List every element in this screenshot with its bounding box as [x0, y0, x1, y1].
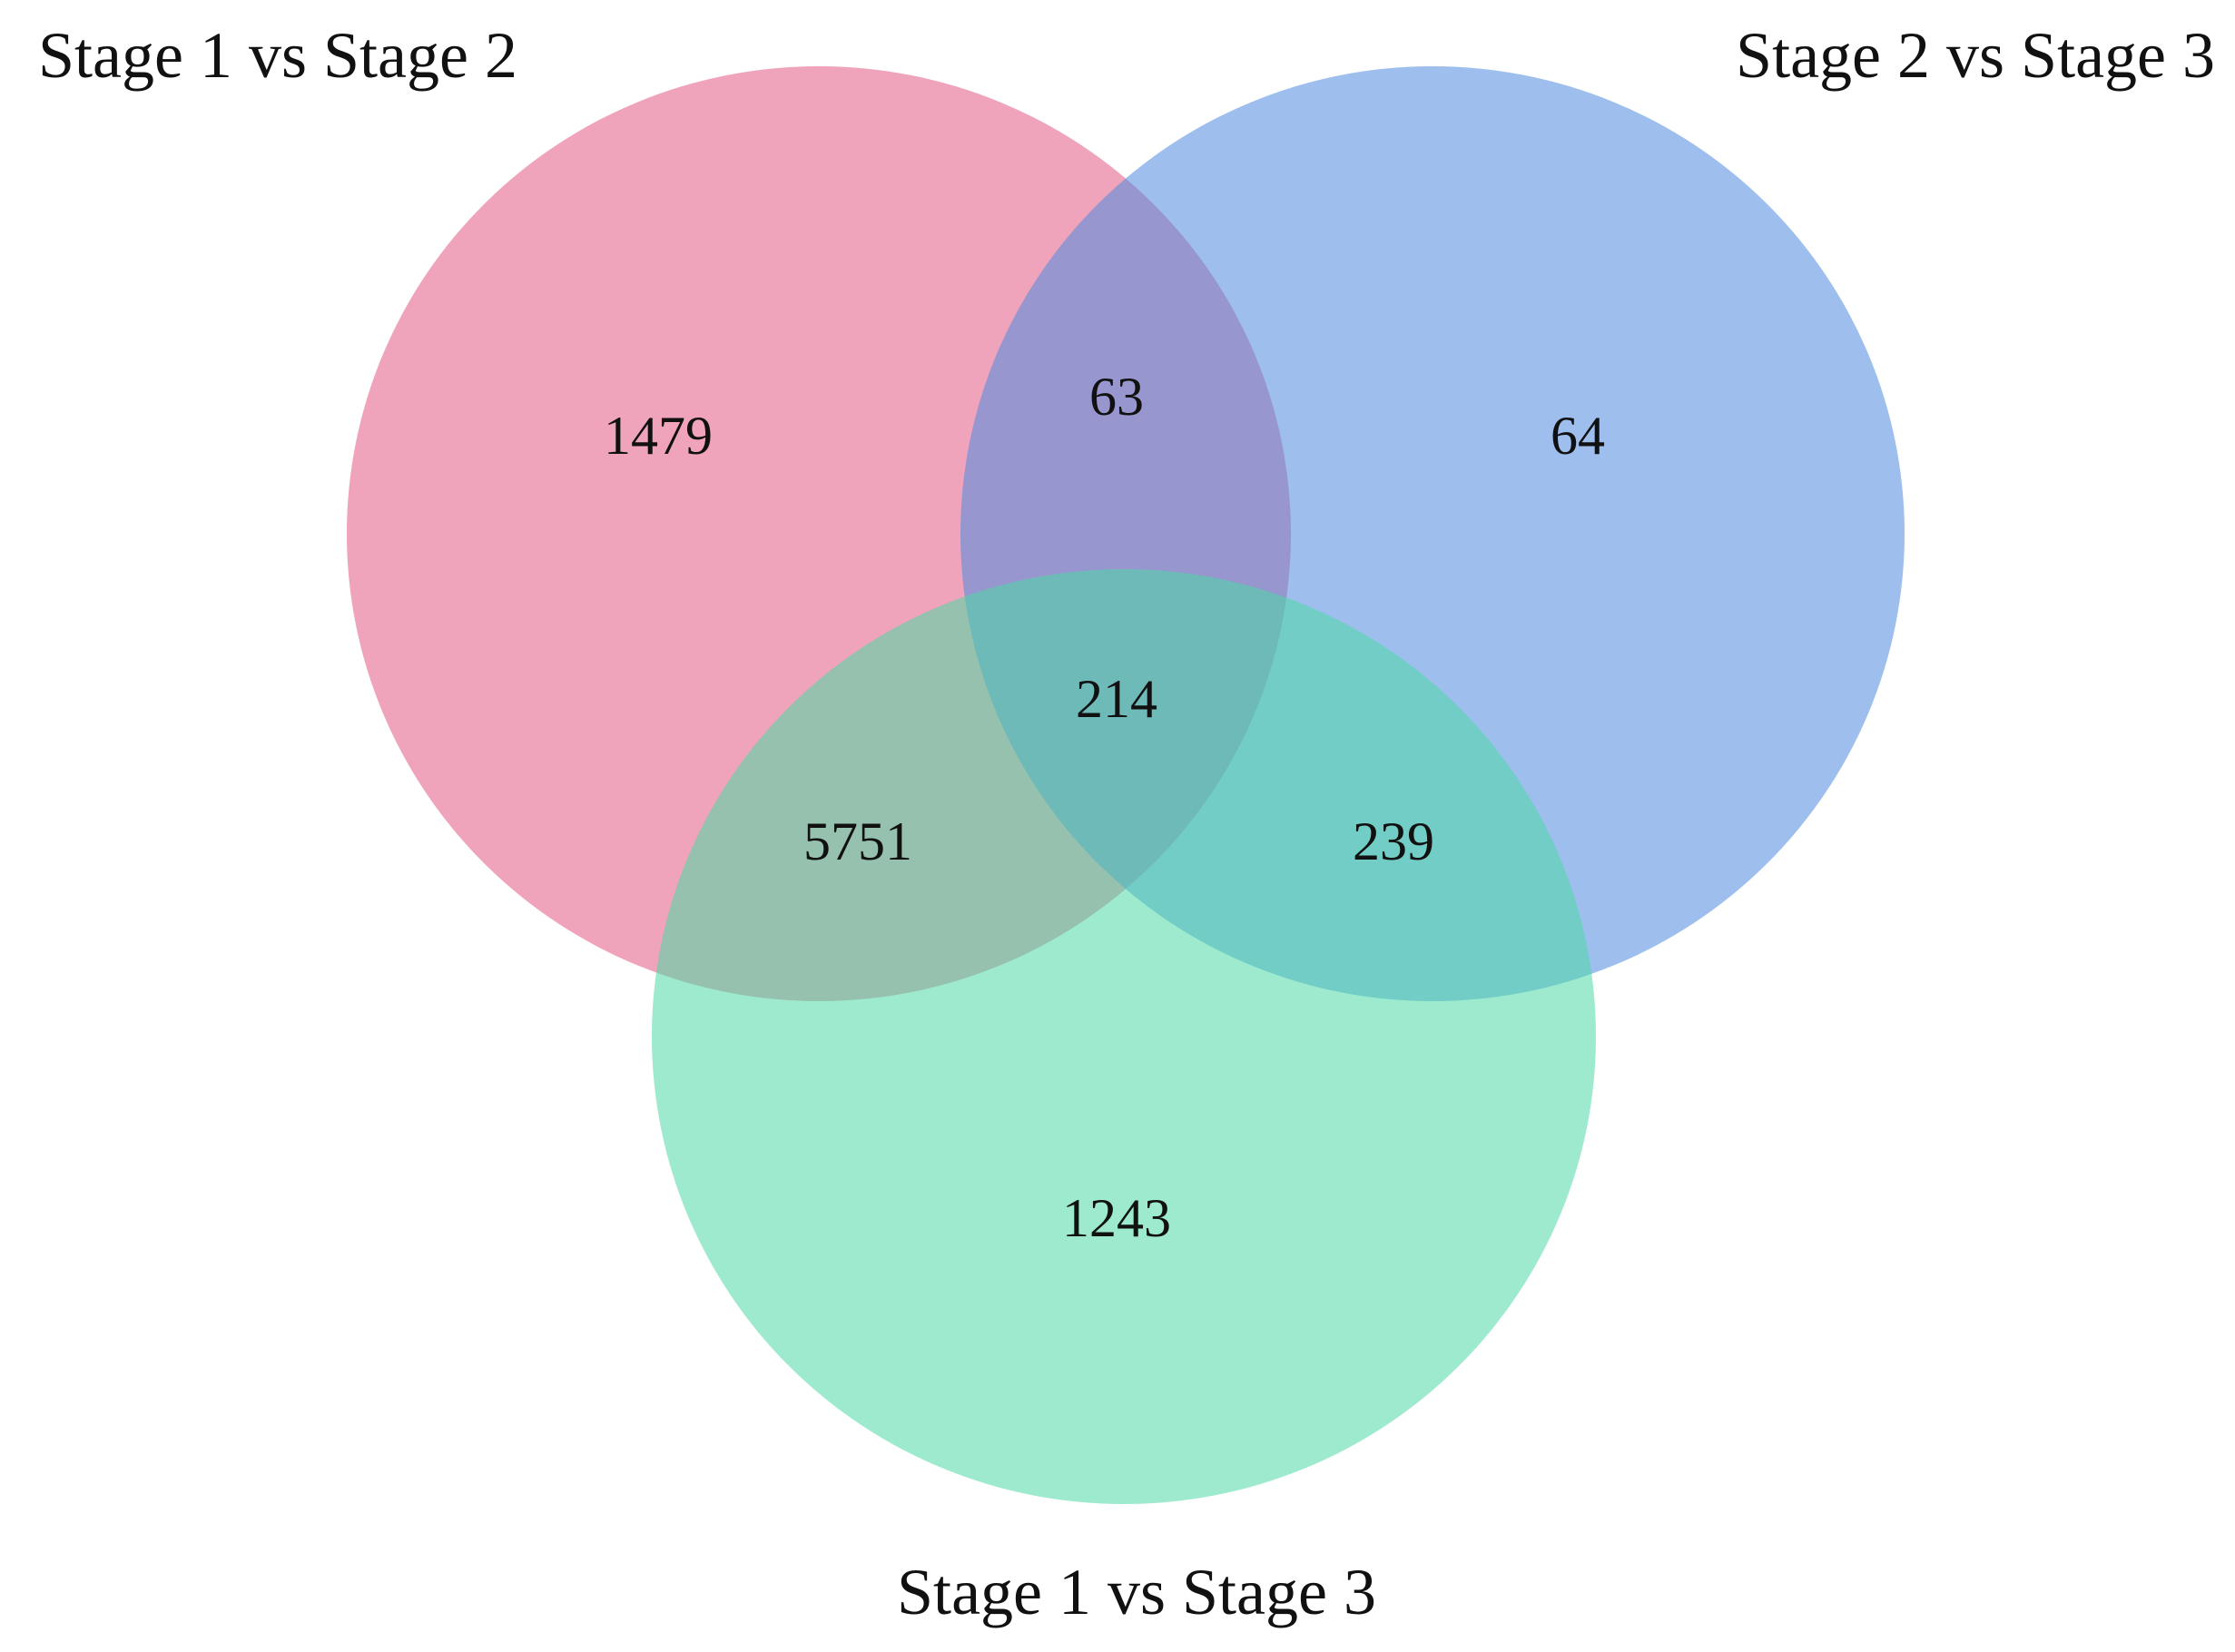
region-stage1-stage2-and-stage2-stage3: 63 [1089, 367, 1144, 427]
region-stage2-stage3-and-stage1-stage3: 239 [1353, 811, 1434, 871]
region-values: 1479 63 64 214 5751 239 1243 [604, 367, 1605, 1248]
region-stage1-stage2-and-stage1-stage3: 5751 [803, 811, 912, 871]
region-all-three: 214 [1076, 669, 1157, 729]
region-stage1-vs-stage2-only: 1479 [604, 406, 713, 466]
label-stage2-vs-stage3: Stage 2 vs Stage 3 [1736, 19, 2215, 92]
region-stage1-vs-stage3-only: 1243 [1062, 1188, 1171, 1248]
set-circles [347, 66, 1905, 1504]
region-stage2-vs-stage3-only: 64 [1551, 406, 1605, 466]
label-stage1-vs-stage2: Stage 1 vs Stage 2 [38, 19, 517, 92]
set-labels: Stage 1 vs Stage 2 Stage 2 vs Stage 3 St… [38, 19, 2215, 1628]
circle-stage1-vs-stage3 [652, 569, 1596, 1504]
label-stage1-vs-stage3: Stage 1 vs Stage 3 [897, 1556, 1376, 1628]
